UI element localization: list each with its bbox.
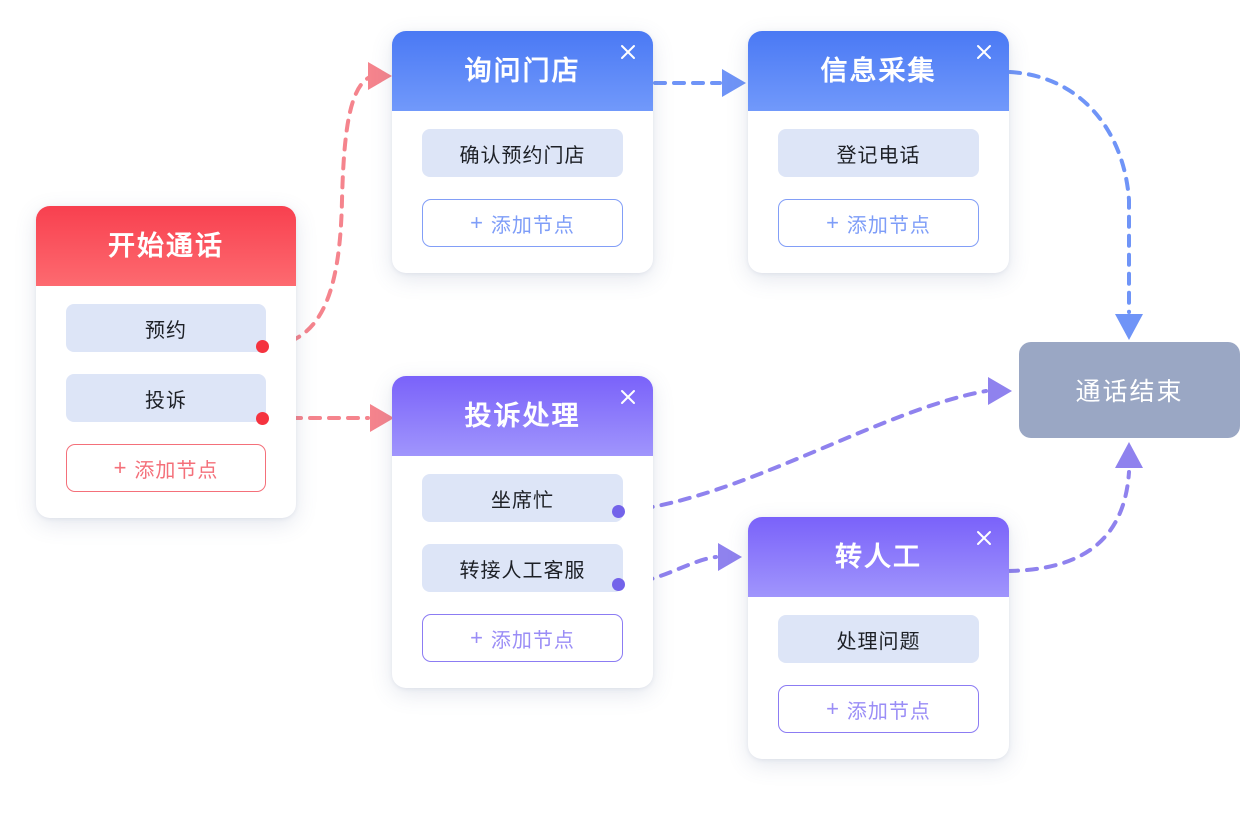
node-ask-store-add-node-label: 添加节点 (490, 214, 575, 237)
node-transfer-agent[interactable]: 转人工 处理问题 + 添加节点 (748, 517, 1009, 759)
edge-zuoxi-to-call-end (622, 389, 988, 513)
plus-icon: + (826, 210, 840, 235)
node-ask-store-add-node-button[interactable]: + 添加节点 (422, 199, 623, 247)
plus-icon: + (826, 696, 840, 721)
node-start-item-yuyue[interactable]: 预约 (66, 304, 266, 352)
node-start-header: 开始通话 (36, 206, 296, 286)
arrowhead-call-end-bottom (1115, 442, 1143, 468)
node-complaint-add-node-button[interactable]: + 添加节点 (422, 614, 623, 662)
node-start-item-tousu-label: 投诉 (145, 389, 187, 412)
close-icon[interactable] (615, 39, 641, 65)
arrowhead-collect-info (722, 69, 746, 97)
close-icon[interactable] (971, 525, 997, 551)
node-complaint-item-transfer[interactable]: 转接人工客服 (422, 544, 623, 592)
node-collect-info-add-node-label: 添加节点 (846, 214, 931, 237)
node-ask-store-body: 确认预约门店 + 添加节点 (392, 111, 653, 273)
node-complaint[interactable]: 投诉处理 坐席忙 转接人工客服 + 添加节点 (392, 376, 653, 688)
node-start[interactable]: 开始通话 预约 投诉 + 添加节点 (36, 206, 296, 518)
close-icon[interactable] (615, 384, 641, 410)
node-complaint-item-busy-label: 坐席忙 (491, 489, 554, 512)
node-transfer-agent-add-node-label: 添加节点 (846, 700, 931, 723)
arrowhead-complaint (370, 404, 394, 432)
node-start-add-node-label: 添加节点 (134, 459, 219, 482)
node-transfer-agent-body: 处理问题 + 添加节点 (748, 597, 1009, 759)
port-start-yuyue[interactable] (256, 340, 269, 353)
node-transfer-agent-title: 转人工 (835, 541, 922, 572)
node-complaint-header: 投诉处理 (392, 376, 653, 456)
node-complaint-title: 投诉处理 (464, 400, 581, 431)
node-call-end[interactable]: 通话结束 (1019, 342, 1240, 438)
node-transfer-agent-add-node-button[interactable]: + 添加节点 (778, 685, 979, 733)
node-start-add-node-button[interactable]: + 添加节点 (66, 444, 266, 492)
node-collect-info-item-phone-label: 登记电话 (836, 144, 921, 167)
node-transfer-agent-header: 转人工 (748, 517, 1009, 597)
node-start-body: 预约 投诉 + 添加节点 (36, 286, 296, 518)
node-start-title: 开始通话 (108, 230, 224, 261)
edge-transfer-agent-to-call-end (1006, 470, 1131, 573)
arrowhead-call-end-top (1115, 314, 1143, 340)
node-transfer-agent-item-handle-label: 处理问题 (836, 630, 921, 653)
node-collect-info-header: 信息采集 (748, 31, 1009, 111)
node-call-end-title: 通话结束 (1075, 378, 1184, 406)
plus-icon: + (470, 210, 484, 235)
node-collect-info-add-node-button[interactable]: + 添加节点 (778, 199, 979, 247)
node-ask-store-item-confirm[interactable]: 确认预约门店 (422, 129, 623, 177)
node-collect-info-body: 登记电话 + 添加节点 (748, 111, 1009, 273)
node-start-item-tousu[interactable]: 投诉 (66, 374, 266, 422)
node-ask-store-item-confirm-label: 确认预约门店 (459, 144, 586, 167)
node-collect-info-item-phone[interactable]: 登记电话 (778, 129, 979, 177)
plus-icon: + (470, 625, 484, 650)
node-ask-store-title: 询问门店 (464, 55, 581, 86)
node-collect-info-title: 信息采集 (820, 55, 937, 86)
port-complaint-transfer[interactable] (612, 578, 625, 591)
edge-collect-info-to-call-end (1008, 70, 1131, 314)
node-complaint-add-node-label: 添加节点 (490, 629, 575, 652)
node-complaint-body: 坐席忙 转接人工客服 + 添加节点 (392, 456, 653, 688)
node-ask-store[interactable]: 询问门店 确认预约门店 + 添加节点 (392, 31, 653, 273)
port-start-tousu[interactable] (256, 412, 269, 425)
node-ask-store-header: 询问门店 (392, 31, 653, 111)
plus-icon: + (113, 455, 128, 480)
arrowhead-call-end-left (988, 377, 1012, 405)
node-collect-info[interactable]: 信息采集 登记电话 + 添加节点 (748, 31, 1009, 273)
port-complaint-busy[interactable] (612, 505, 625, 518)
node-complaint-item-transfer-label: 转接人工客服 (459, 559, 586, 582)
node-transfer-agent-item-handle[interactable]: 处理问题 (778, 615, 979, 663)
close-icon[interactable] (971, 39, 997, 65)
node-complaint-item-busy[interactable]: 坐席忙 (422, 474, 623, 522)
node-start-item-yuyue-label: 预约 (145, 319, 187, 342)
arrowhead-ask-store (368, 62, 392, 90)
arrowhead-transfer-agent (718, 543, 742, 571)
